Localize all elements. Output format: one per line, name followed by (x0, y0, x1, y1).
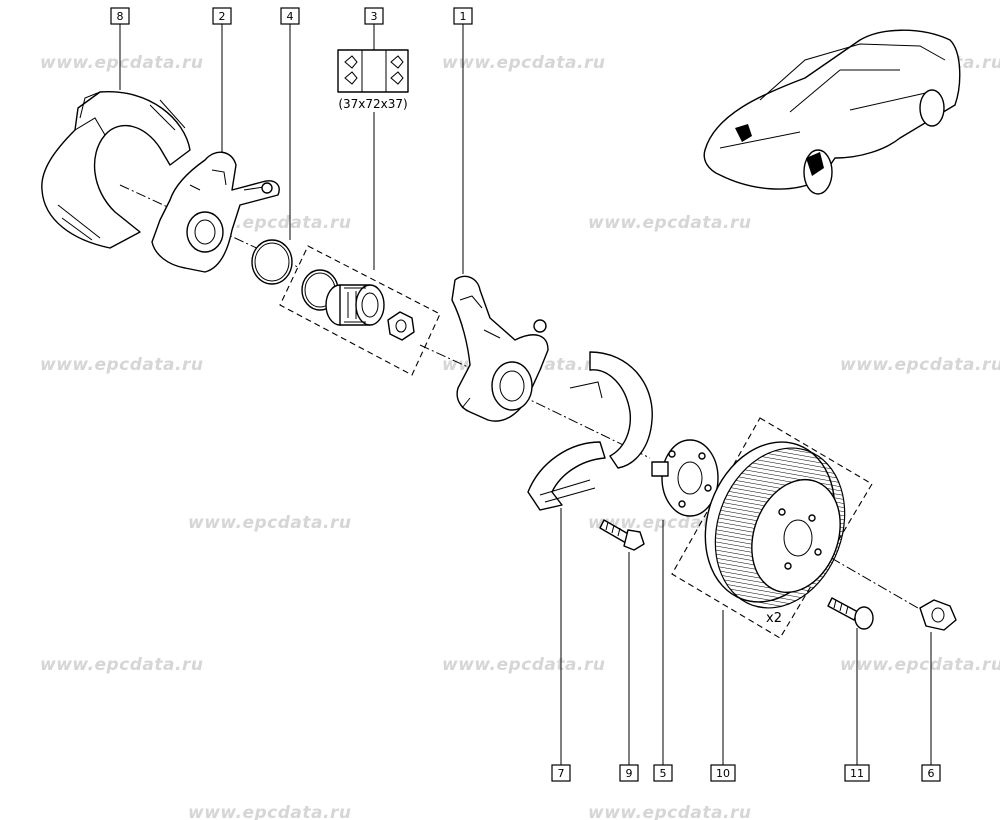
callout-11[interactable]: 11 (844, 764, 870, 782)
bearing-dimension-icon (337, 49, 409, 93)
callout-label: 10 (716, 767, 730, 780)
callout-6[interactable]: 6 (921, 764, 941, 782)
screw-part-11[interactable] (827, 597, 874, 630)
watermark-text: www.epcdata.ru (442, 655, 605, 675)
hub-nut (387, 311, 415, 341)
bearing-dimension-label: (37x72x37) (338, 97, 407, 111)
callout-label: 7 (558, 767, 565, 780)
watermark-text: www.epcdata.ru (40, 655, 203, 675)
disc-quantity-label: x2 (766, 611, 782, 626)
watermark-text: www.epcdata.ru (840, 355, 1000, 375)
watermark-text: www.epcdata.ru (840, 655, 1000, 675)
callout-10[interactable]: 10 (710, 764, 736, 782)
callout-7[interactable]: 7 (551, 764, 571, 782)
dust-shield-part-8[interactable] (41, 91, 191, 249)
callout-label: 2 (219, 10, 226, 23)
front-axle-marker-left (735, 124, 752, 142)
wheel-bearing-part-3[interactable] (279, 245, 441, 376)
callout-label: 5 (660, 767, 667, 780)
callout-label: 8 (117, 10, 124, 23)
leader-lines (119, 24, 932, 765)
callout-2[interactable]: 2 (212, 7, 232, 25)
callout-4[interactable]: 4 (280, 7, 300, 25)
watermark-layer: www.epcdata.ru www.epcdata.ru www.epcdat… (40, 53, 1000, 820)
watermark-text: www.epcdata.ru (188, 803, 351, 820)
bearing-body (325, 284, 385, 326)
callout-label: 9 (626, 767, 633, 780)
dust-shield-part-7[interactable] (527, 351, 653, 511)
watermark-text: www.epcdata.ru (588, 803, 751, 820)
callout-label: 1 (460, 10, 467, 23)
bolt-part-9[interactable] (599, 519, 645, 551)
steering-knuckle-part-2[interactable] (151, 151, 280, 273)
circlip-part-4[interactable] (251, 239, 339, 311)
callout-9[interactable]: 9 (619, 764, 639, 782)
callout-3[interactable]: 3 (364, 7, 384, 25)
watermark-text: www.epcdata.ru (40, 53, 203, 73)
callout-1[interactable]: 1 (453, 7, 473, 25)
callout-8[interactable]: 8 (110, 7, 130, 25)
steering-knuckle-part-1[interactable] (451, 275, 549, 422)
wheel-hub-part-5[interactable] (651, 439, 719, 517)
callout-label: 3 (371, 10, 378, 23)
nut-part-6[interactable] (919, 599, 957, 631)
watermark-text: www.epcdata.ru (442, 53, 605, 73)
front-axle-marker-right (806, 152, 824, 176)
callout-5[interactable]: 5 (653, 764, 673, 782)
watermark-text: www.epcdata.ru (40, 355, 203, 375)
callout-label: 6 (928, 767, 935, 780)
watermark-text: www.epcdata.ru (188, 513, 351, 533)
callout-label: 4 (287, 10, 294, 23)
watermark-text: www.epcdata.ru (588, 213, 751, 233)
callout-label: 11 (850, 767, 864, 780)
brake-disc-part-10[interactable] (671, 417, 873, 639)
car-location-illustration (703, 29, 961, 195)
